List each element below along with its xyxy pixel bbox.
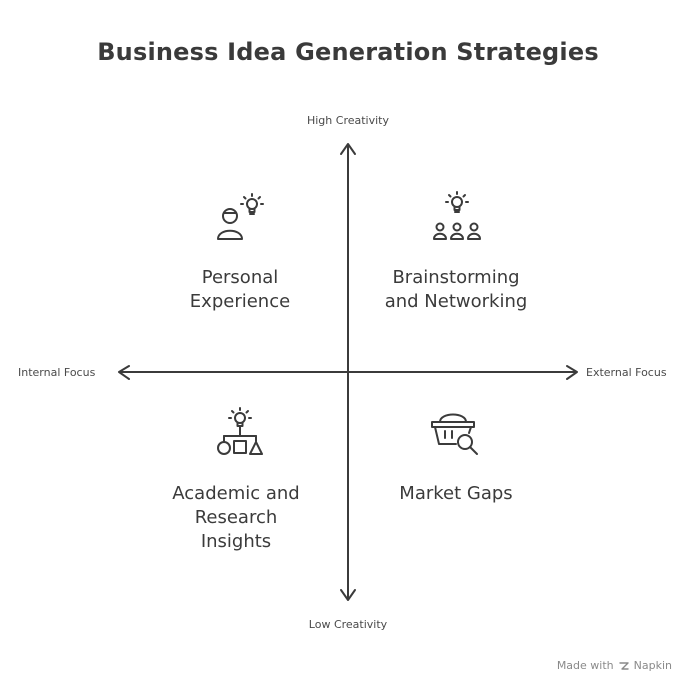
axis-label-low-creativity: Low Creativity: [308, 618, 388, 631]
axis-label-internal-focus: Internal Focus: [18, 366, 96, 379]
quadrant-label-line: Market Gaps: [399, 483, 513, 504]
quadrant-label-market-gaps: Market Gaps: [366, 482, 546, 506]
basket-search-icon: [431, 413, 478, 455]
arrow-left: [118, 365, 130, 380]
axis-label-external-focus: External Focus: [586, 366, 667, 379]
person-lightbulb-icon: [217, 193, 264, 240]
quadrant-label-line: Brainstorming: [392, 267, 520, 288]
footer-made-with: Made with: [556, 659, 614, 672]
quadrant-label-line: Research: [194, 507, 278, 528]
quadrant-label-brainstorming-networking: Brainstorming and Networking: [356, 266, 556, 314]
quadrant-label-line: Academic and: [172, 483, 300, 504]
arrow-right: [566, 365, 578, 380]
group-lightbulb-icon: [433, 191, 481, 240]
napkin-logo-icon: [618, 661, 629, 670]
arrow-up: [340, 143, 356, 155]
quadrant-label-line: Personal: [201, 267, 279, 288]
quadrant-label-personal-experience: Personal Experience: [150, 266, 330, 314]
quadrant-label-line: and Networking: [384, 291, 528, 312]
diagram-title: Business Idea Generation Strategies: [97, 38, 599, 66]
footer-brand: Napkin: [633, 659, 672, 672]
quadrant-label-academic-research: Academic and Research Insights: [146, 482, 326, 554]
quadrant-label-line: Experience: [189, 291, 291, 312]
axis-label-high-creativity: High Creativity: [306, 114, 389, 127]
footer-attribution[interactable]: Made with Napkin: [557, 659, 672, 672]
quadrant-label-line: Insights: [200, 531, 272, 552]
arrow-down: [340, 589, 356, 601]
shapes-lightbulb-icon: [217, 407, 263, 455]
